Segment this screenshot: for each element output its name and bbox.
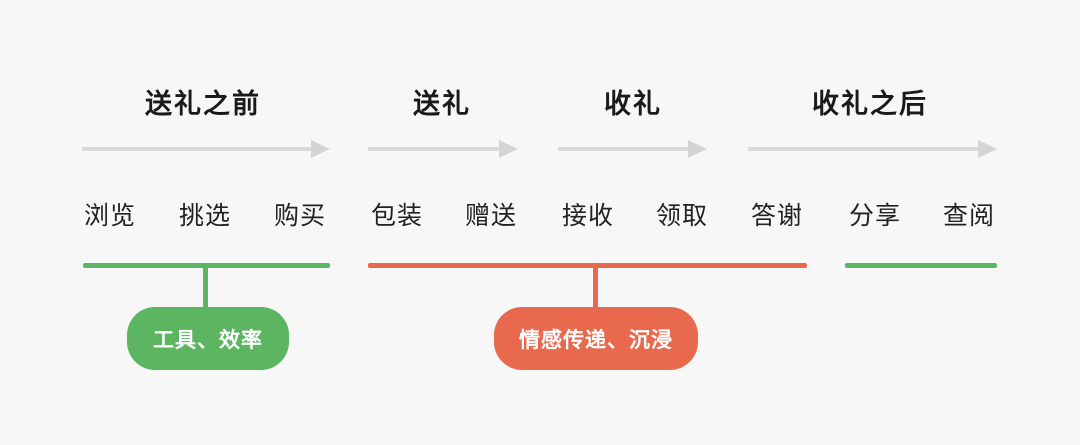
arrow-line-phase-4 [748,147,979,151]
arrow-line-phase-3 [558,147,689,151]
scope-line-after-receiving [845,263,997,268]
connector-tools-efficiency [203,266,208,308]
step-give: 赠送 [464,202,518,230]
step-share: 分享 [848,202,902,230]
arrow-head-icon [978,140,997,158]
scope-line-emotion-immersion [368,263,807,268]
phase-header-before-gifting: 送礼之前 [145,89,261,119]
arrow-head-icon [311,140,330,158]
step-thank: 答谢 [750,202,804,230]
scope-line-tools-efficiency [83,263,330,268]
connector-emotion-immersion [593,266,598,308]
phase-header-after-receiving: 收礼之后 [812,89,928,119]
annotation-pill-tools-efficiency: 工具、效率 [127,307,289,370]
arrow-head-icon [688,140,707,158]
step-receive: 接收 [561,202,615,230]
step-review: 查阅 [942,202,996,230]
arrow-line-phase-1 [82,147,312,151]
arrow-line-phase-2 [368,147,500,151]
step-collect: 领取 [655,202,709,230]
step-purchase: 购买 [273,202,327,230]
step-select: 挑选 [178,202,232,230]
annotation-pill-emotion-immersion: 情感传递、沉浸 [494,307,698,370]
arrow-head-icon [499,140,518,158]
phase-header-gifting: 送礼 [413,89,471,119]
annotation-label: 情感传递、沉浸 [519,328,673,352]
phase-header-receiving: 收礼 [604,89,662,119]
step-wrap: 包装 [370,202,424,230]
annotation-label: 工具、效率 [153,328,263,352]
step-browse: 浏览 [83,202,137,230]
